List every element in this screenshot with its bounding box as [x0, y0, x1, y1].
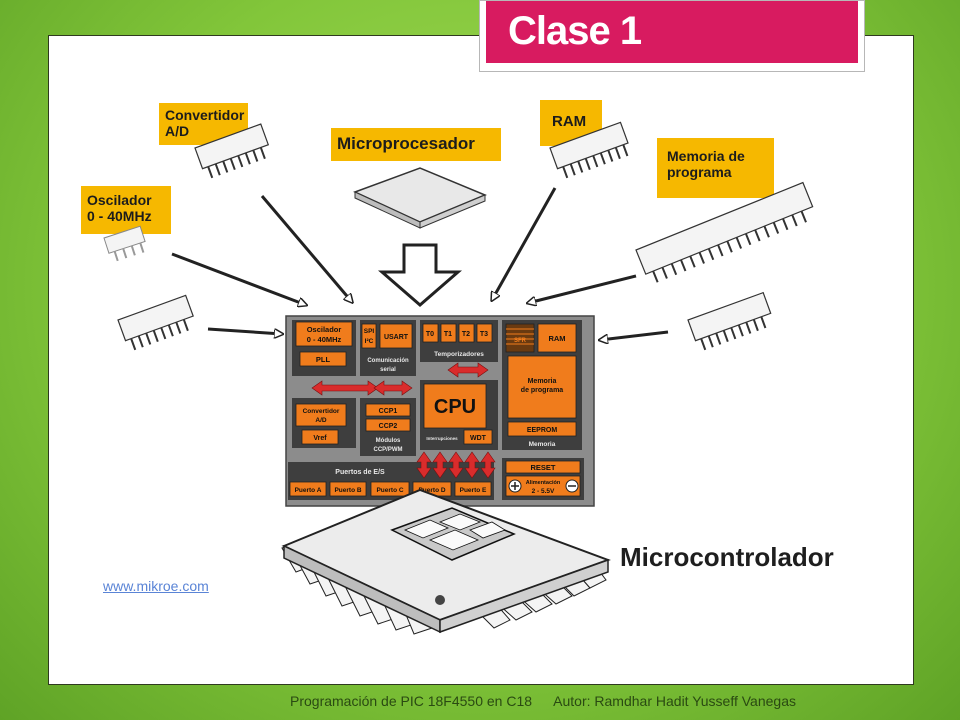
- chip-timer-t0: T0: [426, 331, 434, 338]
- chip-port-a: Puerto A: [295, 487, 322, 494]
- chip-memory-label: Memoria: [529, 441, 556, 448]
- chip-port-b: Puerto B: [334, 487, 361, 494]
- chip-ccp2: CCP2: [379, 423, 398, 430]
- chip-osc-line2: 0 - 40MHz: [307, 335, 342, 344]
- chip-usart: USART: [384, 334, 409, 341]
- chip-prog-mem-line1: Memoria: [528, 378, 557, 385]
- chip-timer-t1: T1: [444, 331, 452, 338]
- power-minus-icon: [565, 479, 579, 493]
- chip-port-e: Puerto E: [460, 487, 487, 494]
- dip-chip-oscillator-icon: [103, 225, 146, 262]
- label-program-memory: Memoria de programa: [657, 138, 774, 198]
- label-ram-text: RAM: [552, 113, 587, 130]
- chip-io-ports: Puertos de E/S: [335, 469, 385, 476]
- chip-prog-mem-line2: de programa: [521, 387, 564, 394]
- chip-osc-line1: Oscilador: [307, 325, 342, 334]
- chip-cpu: CPU: [434, 396, 476, 418]
- dip-chip-adc-icon: [194, 123, 270, 179]
- chip-adc-line1: Convertidor: [303, 408, 340, 415]
- label-microprocessor-text: Microprocesador: [337, 134, 475, 153]
- footer-course: Programación de PIC 18F4550 en C18: [290, 693, 533, 709]
- label-oscillator-text: Oscilador 0 - 40MHz: [87, 192, 152, 224]
- label-microprocessor: Microprocesador: [331, 128, 501, 161]
- slide-title: Clase 1: [486, 1, 858, 63]
- dip-chip-left-icon: [117, 294, 194, 351]
- microprocessor-chip-icon: [353, 167, 487, 229]
- title-box: Clase 1: [479, 0, 865, 72]
- chip-spi: SPI: [364, 328, 375, 335]
- dip-chip-ram-icon: [549, 121, 629, 179]
- chip-timer-t2: T2: [462, 331, 470, 338]
- chip-power-line1: Alimentación: [526, 480, 561, 486]
- chip-reset: RESET: [530, 463, 555, 472]
- chip-modules-line2: CCP/PWM: [374, 447, 403, 453]
- chip-serial-line1: Comunicación: [367, 358, 409, 364]
- chip-adc-line2: A/D: [315, 417, 327, 424]
- big-down-arrow-icon: [377, 243, 463, 307]
- chip-interrupts: Interrupciones: [426, 436, 458, 441]
- footer-author: Autor: Ramdhar Hadit Yusseff Vanegas: [553, 693, 796, 709]
- chip-port-c: Puerto C: [376, 487, 403, 494]
- chip-ram: RAM: [548, 334, 565, 343]
- chip-sfr: SFR: [514, 338, 527, 344]
- power-plus-icon: [508, 479, 522, 493]
- chip-eeprom: EEPROM: [527, 427, 558, 434]
- microcontroller-caption: Microcontrolador: [620, 542, 834, 572]
- source-link[interactable]: www.mikroe.com: [103, 578, 209, 594]
- chip-power-line2: 2 - 5.5V: [532, 488, 555, 495]
- microcontroller-package-icon: [281, 488, 611, 635]
- chip-vref: Vref: [313, 435, 327, 442]
- arrows: [171, 187, 669, 340]
- chip-pll: PLL: [316, 355, 331, 364]
- footer: Programación de PIC 18F4550 en C18 Autor…: [290, 693, 814, 709]
- label-oscillator: Oscilador 0 - 40MHz: [81, 186, 171, 234]
- label-adc-text: Convertidor A/D: [165, 107, 245, 139]
- chip-serial-line2: serial: [380, 367, 396, 373]
- label-program-memory-text: Memoria de programa: [667, 148, 745, 180]
- chip-ccp1: CCP1: [379, 408, 398, 415]
- dip-chip-program-memory-icon: [635, 181, 814, 283]
- chip-port-d: Puerto D: [418, 487, 445, 494]
- chip-modules-line1: Módulos: [376, 438, 401, 444]
- chip-timers-label: Temporizadores: [434, 351, 484, 358]
- dip-chip-right-icon: [687, 291, 772, 351]
- chip-i2c: I²C: [365, 338, 374, 345]
- chip-timer-t3: T3: [480, 331, 488, 338]
- chip-block-diagram: Oscilador 0 - 40MHz PLL SPI I²C USART Co…: [285, 315, 595, 507]
- chip-wdt: WDT: [470, 435, 487, 442]
